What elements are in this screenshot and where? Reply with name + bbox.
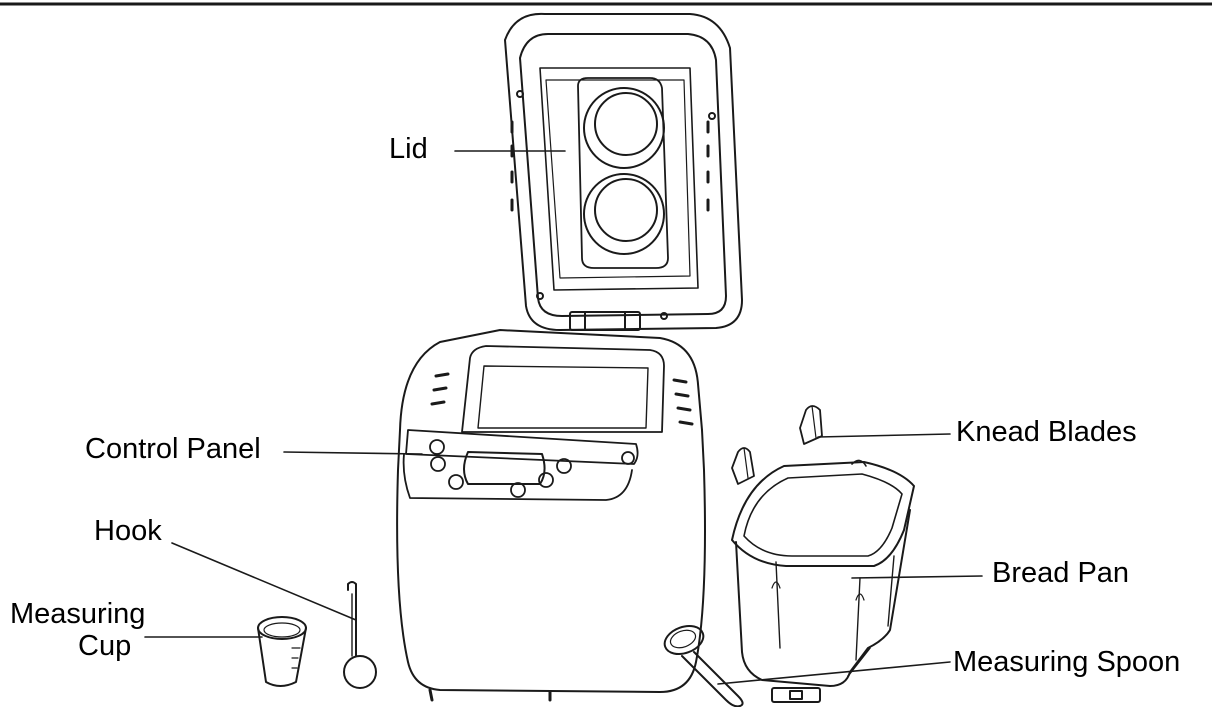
measuring-spoon-drawing xyxy=(663,624,744,707)
knead-blades-drawing xyxy=(731,405,823,485)
lid-label: Lid xyxy=(389,133,428,165)
leader-knead-blades xyxy=(817,433,951,438)
hook-label: Hook xyxy=(94,515,162,547)
measuring-cup-drawing xyxy=(257,616,307,687)
measuring-cup-label-line-1: Measuring xyxy=(10,598,146,630)
leader-control-panel xyxy=(283,451,423,455)
measuring-cup-label-line-2: Cup xyxy=(78,630,132,663)
knead-blades-label: Knead Blades xyxy=(956,416,1137,448)
leader-bread-pan xyxy=(851,575,983,579)
lid-drawing xyxy=(504,12,743,331)
leader-hook xyxy=(171,542,357,621)
measuring-spoon-label: Measuring Spoon xyxy=(953,646,1181,678)
hook-drawing xyxy=(343,581,377,689)
bread-pan-drawing xyxy=(731,459,915,703)
callout-leader-lines xyxy=(144,150,983,685)
bread-pan-label: Bread Pan xyxy=(992,557,1130,589)
measuring-cup-label: Measuring Cup xyxy=(10,598,145,663)
control-panel-label: Control Panel xyxy=(85,433,261,465)
base-body-drawing xyxy=(396,329,706,702)
leader-measuring-spoon xyxy=(717,661,951,685)
